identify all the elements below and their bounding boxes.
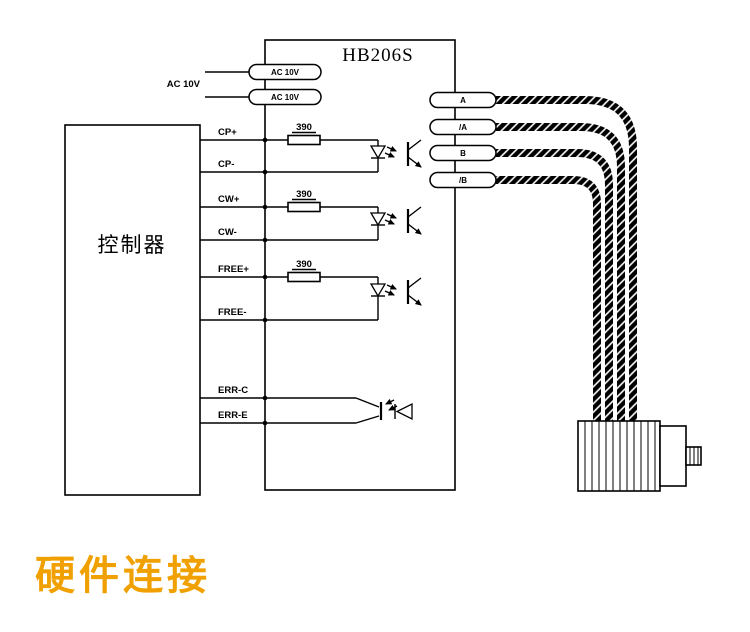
driver-box xyxy=(264,39,456,491)
page-title: 硬件连接 xyxy=(35,554,211,598)
terminal-label-cw-minus: CW- xyxy=(218,227,237,238)
output-terminal-b-bar xyxy=(429,171,497,189)
motor-ribs xyxy=(584,421,656,491)
resistor-value-label: 390 xyxy=(296,259,312,270)
motor-end-cap xyxy=(659,425,687,487)
terminal-label-cp-plus: CP+ xyxy=(218,127,237,138)
junction-dot xyxy=(262,204,268,210)
ac-line-label: AC 10V xyxy=(167,79,201,90)
light-arrow xyxy=(386,213,397,219)
controller-label: 控制器 xyxy=(98,234,167,257)
resistor-value-label: 390 xyxy=(296,122,312,133)
terminal-label-cp-minus: CP- xyxy=(218,159,234,170)
led-symbol xyxy=(369,212,387,227)
optocoupler-cw xyxy=(320,206,422,240)
light-arrow xyxy=(384,152,395,158)
led-symbol xyxy=(369,283,387,298)
resistor-body xyxy=(287,271,321,283)
junction-dot xyxy=(262,317,268,323)
terminal-label-err-e: ERR-E xyxy=(218,410,248,421)
motor-cable-b-bar xyxy=(496,176,601,423)
light-arrow xyxy=(386,146,397,152)
motor-cable-a xyxy=(496,96,637,423)
junction-dot xyxy=(262,237,268,243)
motor-cables xyxy=(496,96,637,423)
ac-terminal-pill-1 xyxy=(248,63,322,81)
resistor-body xyxy=(287,134,321,146)
motor-cable-b xyxy=(496,149,613,423)
light-arrow xyxy=(388,404,398,411)
input-wires: CP+ CP- CW+ CW- FREE+ FREE- ERR-C ERR-E xyxy=(200,127,378,426)
junction-dot xyxy=(262,169,268,175)
stepper-motor xyxy=(577,420,702,492)
optocoupler-err xyxy=(355,397,413,424)
terminal-label-err-c: ERR-C xyxy=(218,385,248,396)
terminal-label-cw-plus: CW+ xyxy=(218,194,240,205)
ac-terminal-label-2: AC 10V xyxy=(271,93,300,102)
controller-box xyxy=(64,124,201,496)
led-symbol xyxy=(369,145,387,160)
led-symbol xyxy=(395,402,413,421)
output-terminal-label-b: B xyxy=(460,149,466,158)
terminal-label-free-plus: FREE+ xyxy=(218,264,249,275)
light-arrow xyxy=(386,284,397,290)
optocoupler-free xyxy=(320,276,422,320)
resistor-body xyxy=(287,201,321,213)
output-terminal-b xyxy=(429,144,497,162)
optocoupler-cp xyxy=(320,139,422,172)
driver-model-label: HB206S xyxy=(342,45,413,66)
junction-dot xyxy=(262,420,268,426)
ac-terminal-pill-2 xyxy=(248,88,322,106)
junction-dot xyxy=(262,274,268,280)
ac-input-section: AC 10V AC 10V AC 10V xyxy=(167,63,322,106)
resistor-value-label: 390 xyxy=(296,189,312,200)
output-terminal-label-a-bar: /A xyxy=(459,123,467,132)
light-arrow xyxy=(384,290,395,296)
terminal-label-free-minus: FREE- xyxy=(218,307,247,318)
motor-cable-a-bar xyxy=(496,123,625,423)
output-terminal-a-bar xyxy=(429,118,497,136)
output-terminal-label-b-bar: /B xyxy=(459,176,467,185)
junction-dot xyxy=(262,137,268,143)
ac-terminal-label-1: AC 10V xyxy=(271,68,300,77)
output-terminals: A /A B /B xyxy=(429,91,497,189)
junction-dot xyxy=(262,395,268,401)
light-arrow xyxy=(384,219,395,225)
output-terminal-a xyxy=(429,91,497,109)
light-arrow xyxy=(385,398,395,405)
output-terminal-label-a: A xyxy=(460,96,466,105)
